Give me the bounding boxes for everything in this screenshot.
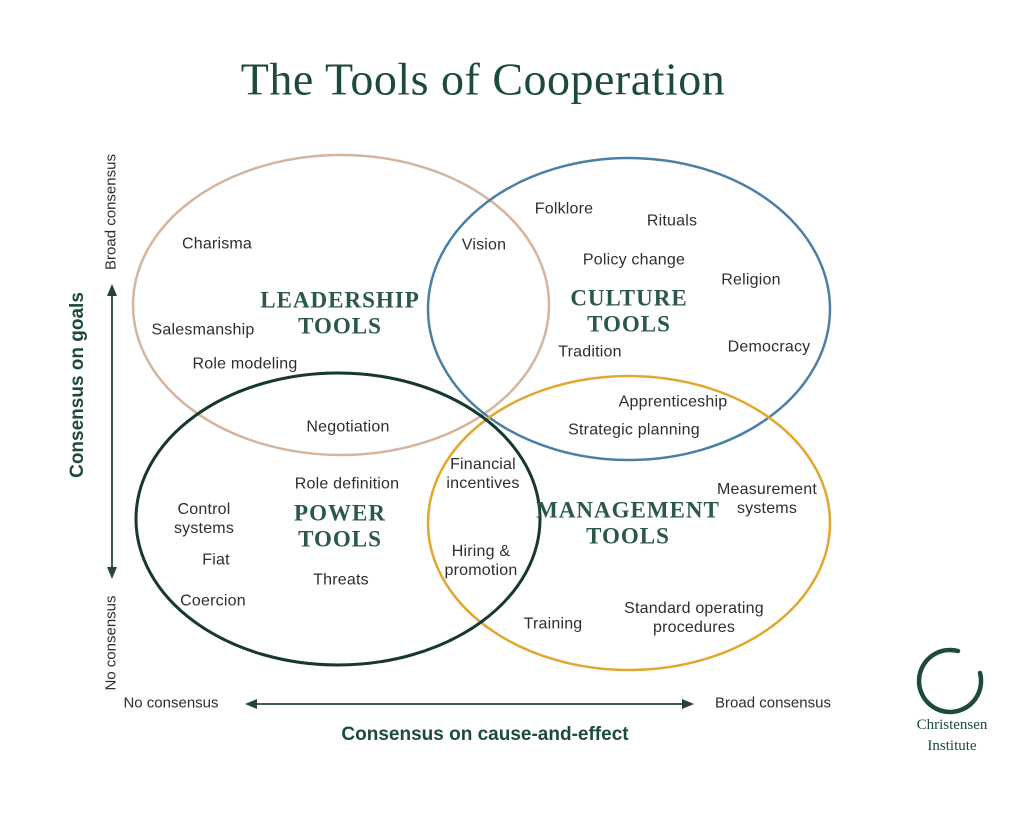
leadership-tools-heading: LEADERSHIP TOOLS — [260, 287, 420, 339]
item-policy-change: Policy change — [582, 251, 686, 269]
item-fiat: Fiat — [202, 551, 230, 569]
item-salesmanship: Salesmanship — [151, 321, 255, 339]
item-role-modeling: Role modeling — [192, 355, 298, 373]
x-axis-arrow — [245, 699, 694, 709]
item-tradition: Tradition — [558, 343, 622, 361]
item-threats: Threats — [313, 571, 369, 589]
christensen-institute-logo-text: Christensen Institute — [916, 717, 988, 754]
power-ellipse — [134, 371, 542, 667]
x-axis-right-label: Broad consensus — [715, 694, 831, 712]
management-ellipse — [426, 374, 832, 672]
power-tools-heading: POWER TOOLS — [294, 500, 386, 552]
x-axis-title: Consensus on cause-and-effect — [341, 724, 629, 745]
item-standard-operating-procedures: Standard operating procedures — [624, 600, 764, 636]
item-vision: Vision — [461, 236, 507, 254]
item-religion: Religion — [721, 271, 781, 289]
x-axis-left-label: No consensus — [123, 694, 219, 712]
item-folklore: Folklore — [534, 200, 594, 218]
item-rituals: Rituals — [646, 212, 698, 230]
page-title: The Tools of Cooperation — [240, 53, 726, 105]
item-measurement-systems: Measurement systems — [716, 481, 818, 517]
y-axis-top-label: Broad consensus — [102, 154, 120, 270]
management-tools-heading: MANAGEMENT TOOLS — [536, 497, 720, 549]
leadership-ellipse — [131, 153, 551, 457]
y-axis-bottom-label: No consensus — [102, 595, 120, 691]
item-apprenticeship: Apprenticeship — [618, 393, 728, 411]
christensen-logo-icon — [916, 647, 984, 715]
item-charisma: Charisma — [181, 235, 253, 253]
item-financial-incentives: Financial incentives — [446, 456, 520, 492]
item-control-systems: Control systems — [173, 501, 235, 537]
item-hiring-promotion: Hiring & promotion — [444, 543, 518, 579]
y-axis-arrow — [107, 284, 117, 579]
item-strategic-planning: Strategic planning — [568, 421, 700, 439]
culture-tools-heading: CULTURE TOOLS — [570, 285, 688, 337]
item-role-definition: Role definition — [294, 475, 400, 493]
y-axis-title: Consensus on goals — [67, 292, 88, 478]
culture-ellipse — [426, 156, 832, 462]
item-negotiation: Negotiation — [306, 418, 390, 436]
item-training: Training — [523, 615, 583, 633]
item-coercion: Coercion — [180, 592, 246, 610]
item-democracy: Democracy — [727, 338, 811, 356]
